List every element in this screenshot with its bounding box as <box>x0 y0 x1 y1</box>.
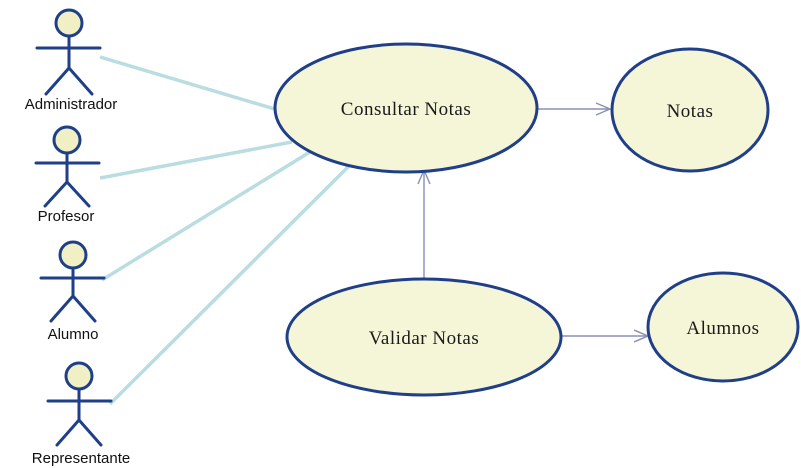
dependencies <box>417 102 650 343</box>
actor-profesor[interactable]: Profesor <box>34 125 101 225</box>
actor-figure-icon <box>35 8 102 96</box>
use-case-ellipse <box>273 42 539 174</box>
actor-label: Alumno <box>48 326 99 343</box>
use-case-label: Alumnos <box>686 318 759 339</box>
use-case-ellipse <box>285 277 563 397</box>
use-case-label: Consultar Notas <box>341 99 471 120</box>
use-case-label: Notas <box>667 101 714 122</box>
actor-figure-icon <box>46 361 113 447</box>
dependency-validar-consultar <box>417 168 431 282</box>
actor-alumno[interactable]: Alumno <box>39 240 106 343</box>
use-case-alumnos[interactable]: Alumnos <box>646 271 800 383</box>
actor-label: Profesor <box>38 208 95 225</box>
use-case-consultar-notas[interactable]: Consultar Notas <box>273 42 539 174</box>
use-case-ellipse <box>610 47 770 173</box>
actor-administrador[interactable]: Administrador <box>25 8 118 113</box>
actor-label: Administrador <box>25 96 118 113</box>
use-case-label: Validar Notas <box>369 328 479 349</box>
actor-label: Representante <box>32 450 130 467</box>
association-alumno-consultar <box>101 150 311 282</box>
use-case-notas[interactable]: Notas <box>610 47 770 173</box>
actor-representante[interactable]: Representante <box>32 361 130 467</box>
associations <box>99 55 352 406</box>
association-representante-consultar <box>108 163 352 406</box>
dependency-validar-alumnos <box>560 329 650 343</box>
use-case-validar-notas[interactable]: Validar Notas <box>285 277 563 397</box>
use-case-ellipse <box>646 271 800 383</box>
dependency-consultar-notas <box>537 102 612 116</box>
association-administrador-consultar <box>99 55 279 112</box>
actor-figure-icon <box>39 240 106 323</box>
actor-figure-icon <box>34 125 101 208</box>
association-profesor-consultar <box>99 140 293 180</box>
